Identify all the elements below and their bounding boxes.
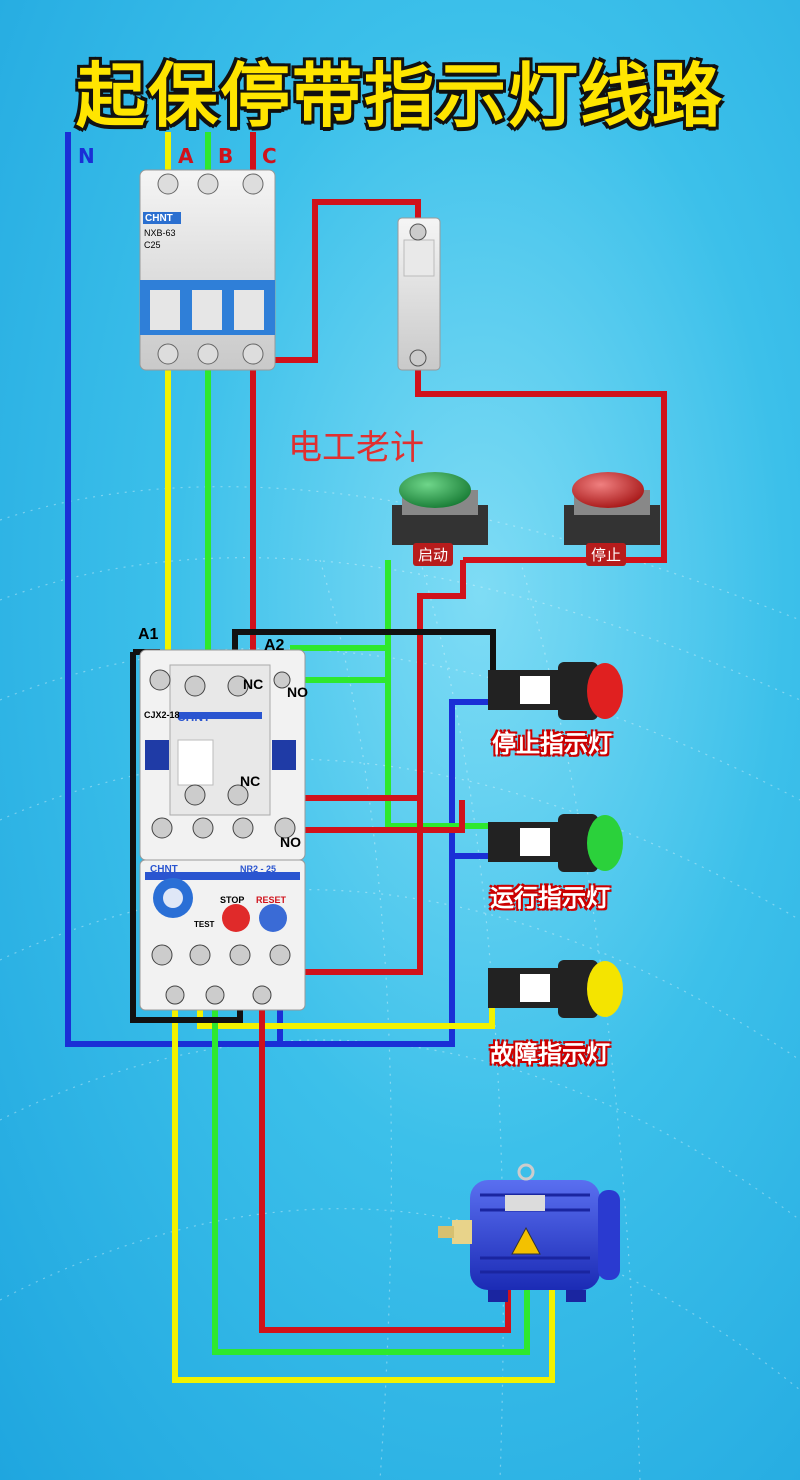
terminal-nc-top: NC — [243, 676, 264, 692]
label-phase-c: C — [262, 144, 277, 168]
fault-lamp-label: 故障指示灯 — [490, 1040, 610, 1068]
fuse-holder — [397, 217, 441, 371]
terminal-no-aux: NO — [280, 834, 301, 850]
stop-lamp-label: 停止指示灯 — [492, 730, 612, 758]
contactor-brand: CHNT — [177, 710, 211, 724]
contactor — [139, 649, 306, 861]
motor — [438, 1163, 620, 1302]
stop-button-body — [564, 472, 660, 545]
label-phase-b: B — [218, 144, 234, 168]
watermark-text: 电工老计 — [288, 428, 424, 468]
background-waves — [0, 486, 800, 1480]
terminal-nc-aux: NC — [240, 773, 261, 789]
relay-stop-label: STOP — [220, 895, 245, 905]
terminal-no-top: NO — [287, 684, 308, 700]
run-lamp-label: 运行指示灯 — [490, 884, 610, 912]
circuit-breaker — [139, 169, 276, 371]
wire-phase-c — [159, 132, 667, 1333]
start-button[interactable]: 启动 — [413, 543, 454, 566]
relay-test-label: TEST — [194, 920, 215, 929]
thermal-relay — [139, 859, 306, 1011]
start-button-body — [392, 472, 488, 545]
stop-lamp-body — [488, 662, 623, 720]
stop-button[interactable]: 停止 — [586, 543, 627, 566]
breaker-rating: C25 — [144, 240, 161, 250]
terminal-a1: A1 — [138, 626, 159, 643]
label-neutral: N — [78, 144, 95, 168]
wire-phase-a — [165, 132, 555, 1383]
contactor-model: CJX2-18 — [144, 710, 180, 720]
fault-lamp-body — [488, 960, 623, 1018]
relay-model: NR2 - 25 — [240, 864, 277, 874]
page-title: 起保停带指示灯线路 — [76, 55, 724, 137]
run-lamp-body — [488, 814, 623, 872]
relay-brand: CHNT — [150, 864, 178, 875]
label-phase-a: A — [178, 144, 194, 168]
breaker-brand: CHNT — [145, 213, 173, 224]
relay-reset-label: RESET — [256, 895, 287, 905]
breaker-model: NXB-63 — [144, 228, 176, 238]
wire-phase-b — [205, 132, 530, 1355]
terminal-a2: A2 — [264, 637, 285, 654]
